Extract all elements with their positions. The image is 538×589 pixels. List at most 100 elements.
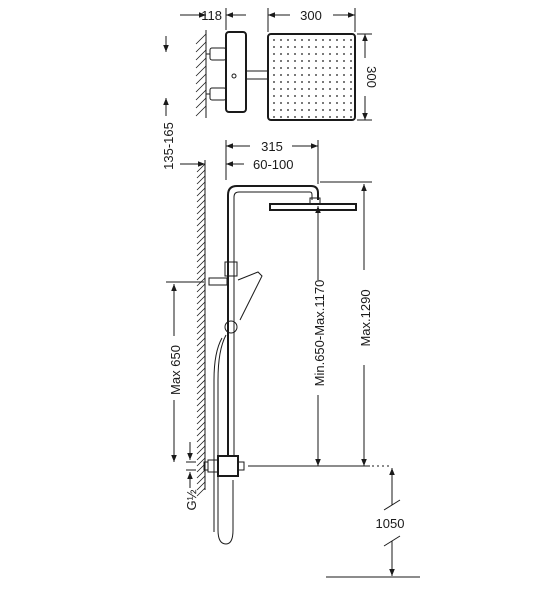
nozzle-dot [294, 39, 296, 41]
top-wall-hatch [195, 33, 207, 117]
hatch-line [196, 319, 206, 329]
nozzle-dot [308, 53, 310, 55]
nozzle-dot [350, 81, 352, 83]
nozzle-dot [315, 46, 317, 48]
nozzle-dot [273, 74, 275, 76]
nozzle-dot [343, 60, 345, 62]
dim-height-range: Min.650-Max.1170 [312, 280, 327, 387]
shower-head [269, 197, 357, 211]
nozzle-dot [322, 116, 324, 118]
nozzle-dot [273, 46, 275, 48]
nozzle-dot [350, 95, 352, 97]
hand-shower [213, 271, 263, 545]
nozzle-dot [329, 88, 331, 90]
nozzle-dot [308, 116, 310, 118]
nozzle-dot [294, 60, 296, 62]
nozzle-dot [273, 53, 275, 55]
nozzle-dot [322, 74, 324, 76]
front-wall-hatch [196, 163, 206, 497]
hatch-line [196, 265, 206, 275]
nozzle-dot [336, 81, 338, 83]
nozzle-dot [273, 67, 275, 69]
nozzle-dot [280, 46, 282, 48]
nozzle-dot [322, 95, 324, 97]
hatch-line [196, 355, 206, 365]
nozzle-dot [350, 102, 352, 104]
nozzle-dot [322, 46, 324, 48]
hatch-line [196, 421, 206, 431]
hatch-line [196, 325, 206, 335]
nozzle-dot [280, 116, 282, 118]
hatch-line [196, 259, 206, 269]
nozzle-dot [315, 116, 317, 118]
nozzle-dot [329, 46, 331, 48]
nozzle-dot [343, 67, 345, 69]
nozzle-dot [273, 88, 275, 90]
hatch-line [196, 313, 206, 323]
dim-height-max: Max.1290 [358, 289, 373, 346]
nozzle-dot [343, 39, 345, 41]
nozzle-dot [315, 81, 317, 83]
hatch-line [196, 367, 206, 377]
hand-shower-holder [224, 320, 238, 334]
nozzle-dot [308, 102, 310, 104]
nozzle-dot [343, 46, 345, 48]
nozzle-dot [336, 109, 338, 111]
hatch-line [196, 307, 206, 317]
nozzle-dot [287, 109, 289, 111]
hatch-line [196, 331, 206, 341]
hatch-line [196, 427, 206, 437]
hatch-line [196, 469, 206, 479]
nozzle-dot [343, 53, 345, 55]
hatch-line [196, 403, 206, 413]
hatch-line [196, 397, 206, 407]
nozzle-dot [350, 46, 352, 48]
nozzle-dot [273, 95, 275, 97]
nozzle-dot [315, 67, 317, 69]
hatch-line [196, 169, 206, 179]
hatch-line [196, 445, 206, 455]
nozzle-dot [301, 102, 303, 104]
nozzle-dot [315, 39, 317, 41]
hatch-line [196, 343, 206, 353]
nozzle-dot [280, 39, 282, 41]
hose [217, 334, 234, 545]
nozzle-dot [301, 109, 303, 111]
dim-head-width: 300 [300, 8, 322, 23]
nozzle-dot [294, 67, 296, 69]
nozzle-dot [329, 102, 331, 104]
nozzle-dot [322, 60, 324, 62]
nozzle-dot [294, 53, 296, 55]
nozzle-dot [287, 60, 289, 62]
nozzle-dot [329, 116, 331, 118]
hatch-line [196, 235, 206, 245]
dim-mixer-height: Max 650 [168, 345, 183, 395]
nozzle-dot [301, 81, 303, 83]
hatch-line [196, 253, 206, 263]
hatch-line [196, 295, 206, 305]
nozzle-dot [322, 102, 324, 104]
dim-head-depth: 300 [364, 66, 379, 88]
nozzle-dot [329, 95, 331, 97]
nozzle-dot [280, 67, 282, 69]
hatch-line [196, 481, 206, 491]
nozzle-dot [294, 46, 296, 48]
nozzle-dot [329, 53, 331, 55]
nozzle-dot [294, 74, 296, 76]
hatch-line [196, 337, 206, 347]
nozzle-dot [350, 116, 352, 118]
nozzle-dot [301, 95, 303, 97]
dim-floor-height: 1050 [376, 516, 405, 531]
hatch-line [196, 451, 206, 461]
nozzle-dot [287, 102, 289, 104]
mixer-top-view [206, 31, 269, 113]
nozzle-dot [343, 81, 345, 83]
nozzle-dot [343, 102, 345, 104]
hatch-line [196, 271, 206, 281]
nozzle-dot [308, 81, 310, 83]
nozzle-dot [301, 74, 303, 76]
nozzle-dot [273, 39, 275, 41]
hatch-line [196, 361, 206, 371]
nozzle-dot [336, 116, 338, 118]
